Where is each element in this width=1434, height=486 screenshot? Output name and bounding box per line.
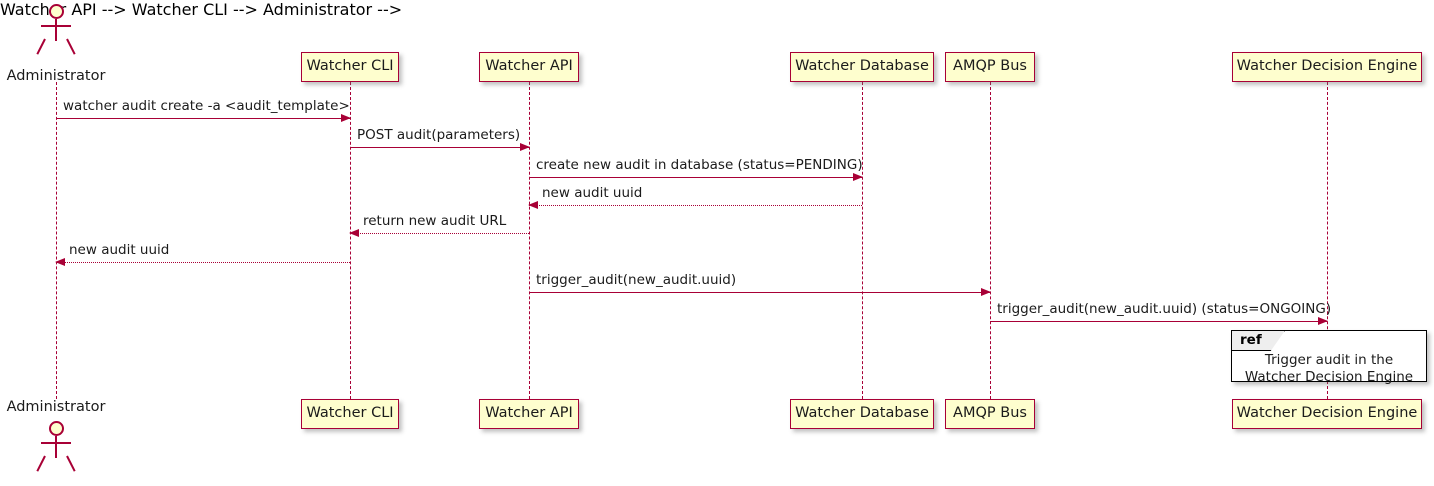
message-label: trigger_audit(new_audit.uuid) (status=ON… [997, 301, 1332, 317]
participant-watcher-decision-engine-bottom[interactable]: Watcher Decision Engine [1232, 399, 1422, 429]
actor-right-leg-icon [66, 38, 76, 55]
participant-watcher-api-top[interactable]: Watcher API [479, 52, 579, 82]
message-label: new audit uuid [69, 242, 170, 258]
message-label: return new audit URL [363, 213, 507, 229]
actor-body-icon [55, 436, 57, 458]
lifeline-watcher-decision-engine [1327, 82, 1328, 399]
message-label: trigger_audit(new_audit.uuid) [536, 272, 737, 288]
participant-watcher-decision-engine-top[interactable]: Watcher Decision Engine [1232, 52, 1422, 82]
participant-amqp-bus-top[interactable]: AMQP Bus [945, 52, 1035, 82]
actor-head-icon [49, 421, 64, 436]
actor-arms-icon [41, 442, 71, 444]
participant-watcher-api-bottom[interactable]: Watcher API [479, 399, 579, 429]
lifeline-watcher-database [862, 82, 863, 399]
arrowhead-right-icon [520, 142, 530, 151]
actor-label-administrator-top: Administrator [6, 68, 106, 84]
ref-fragment-tag: ref [1232, 331, 1285, 351]
message-shaft [990, 321, 1327, 322]
participant-watcher-database-top[interactable]: Watcher Database [790, 52, 934, 82]
actor-left-leg-icon [36, 38, 46, 55]
arrowhead-right-icon [853, 172, 863, 181]
message-shaft [56, 118, 350, 119]
lifeline-administrator [56, 82, 57, 399]
participant-watcher-cli-top[interactable]: Watcher CLI [301, 52, 399, 82]
message-label: POST audit(parameters) [357, 127, 521, 143]
actor-head-icon [49, 4, 64, 19]
message-shaft [350, 233, 529, 234]
arrowhead-left-icon [349, 228, 359, 237]
ref-fragment-line-2: Watcher Decision Engine [1244, 369, 1414, 385]
participant-watcher-cli-bottom[interactable]: Watcher CLI [301, 399, 399, 429]
ref-fragment-body: Trigger audit in the Watcher Decision En… [1232, 352, 1426, 386]
message-shaft [350, 147, 529, 148]
message-shaft [529, 205, 862, 206]
ref-fragment[interactable]: ref Trigger audit in the Watcher Decisio… [1231, 330, 1427, 385]
participant-amqp-bus-bottom[interactable]: AMQP Bus [945, 399, 1035, 429]
actor-left-leg-icon [36, 455, 46, 472]
arrowhead-left-icon [528, 200, 538, 209]
arrowhead-right-icon [341, 113, 351, 122]
actor-label-administrator-bottom: Administrator [6, 399, 106, 415]
actor-right-leg-icon [66, 455, 76, 472]
message-shaft [529, 292, 990, 293]
message-shaft [529, 177, 862, 178]
message-shaft [56, 262, 350, 263]
message-label: new audit uuid [542, 185, 643, 201]
actor-arms-icon [41, 25, 71, 27]
message-label: create new audit in database (status=PEN… [536, 157, 863, 173]
ref-fragment-line-1: Trigger audit in the [1264, 352, 1394, 368]
message-label: watcher audit create -a <audit_template> [63, 98, 350, 114]
participant-watcher-database-bottom[interactable]: Watcher Database [790, 399, 934, 429]
lifeline-watcher-cli [350, 82, 351, 399]
lifeline-amqp-bus [990, 82, 991, 399]
arrowhead-right-icon [981, 287, 991, 296]
lifeline-watcher-api [529, 82, 530, 399]
actor-body-icon [55, 19, 57, 41]
arrowhead-right-icon [1318, 316, 1328, 325]
arrowhead-left-icon [55, 257, 65, 266]
